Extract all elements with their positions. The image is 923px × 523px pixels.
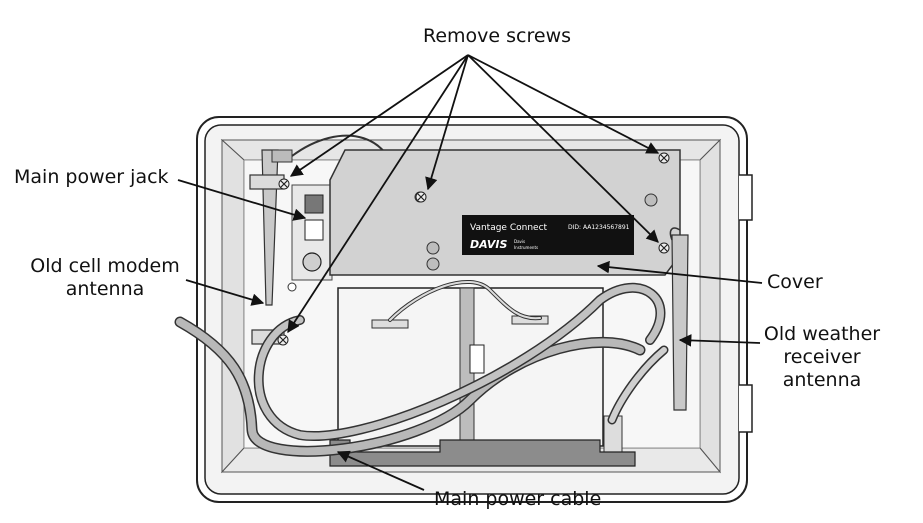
screw-icon	[658, 152, 670, 164]
old-cell-modem-antenna-line2: antenna	[65, 278, 145, 300]
old-weather-receiver-antenna-line2: receiver	[783, 346, 861, 368]
plate-brand-text: DAVIS	[470, 238, 508, 251]
main-power-cable-label: Main power cable	[434, 488, 602, 510]
plate-brand-sub2: Instruments	[514, 245, 538, 250]
screw-icon	[277, 334, 289, 346]
weather-receiver-antenna	[669, 227, 689, 411]
plate-did-text: DID: AA1234567891	[568, 224, 630, 231]
plate-brand-sub1: Davis	[514, 239, 525, 244]
old-weather-receiver-antenna-line1: Old weather	[763, 323, 881, 345]
remove-screws-label: Remove screws	[423, 25, 572, 47]
cables	[174, 280, 669, 457]
old-weather-receiver-antenna-line3: antenna	[782, 369, 862, 391]
screw-icon	[658, 242, 670, 254]
screws	[277, 152, 670, 346]
old-cell-modem-antenna-line1: Old cell modem	[30, 255, 180, 277]
circuit-board	[287, 184, 333, 292]
cover-plate: Vantage Connect DID: AA1234567891 DAVIS …	[329, 149, 681, 276]
leader-lines	[177, 54, 763, 491]
main-power-jack-label: Main power jack	[14, 166, 169, 188]
cover-label: Cover	[767, 271, 823, 293]
old-cell-modem-antenna-label: Old cell modem antenna	[20, 255, 190, 301]
screw-icon	[415, 191, 427, 203]
screw-icon	[278, 178, 290, 190]
plate-product-text: Vantage Connect	[470, 223, 548, 233]
battery	[337, 287, 623, 457]
old-weather-receiver-antenna-label: Old weather receiver antenna	[762, 323, 882, 392]
